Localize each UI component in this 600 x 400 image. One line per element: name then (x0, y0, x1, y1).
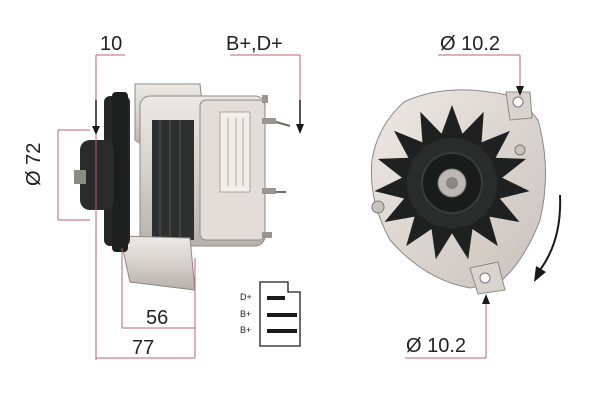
arrowhead-top-dia (516, 86, 524, 96)
alternator-side-view (74, 83, 291, 291)
connector-plug (259, 281, 301, 347)
dimension-lines-front (405, 54, 521, 359)
alternator-front-view (370, 89, 547, 295)
arrowhead-bottom-dia (482, 294, 490, 304)
rotation-arrow-icon (534, 194, 562, 282)
diameter-72-label: Ø 72 (23, 142, 45, 186)
fan-icon (374, 105, 530, 260)
pin-label-d-plus: D+ (240, 292, 252, 302)
terminals-label: B+,D+ (226, 33, 283, 55)
diameter-bottom-label: Ø 10.2 (406, 335, 467, 357)
diameter-top-label: Ø 10.2 (440, 33, 501, 55)
arrowhead-10 (92, 126, 100, 135)
length-77-label: 77 (132, 337, 155, 359)
length-56-label: 56 (146, 307, 169, 329)
width-10-label: 10 (100, 33, 123, 55)
pin-label-b-plus-1: B+ (240, 309, 252, 319)
arrowhead-bd (296, 124, 304, 134)
pin-label-b-plus-2: B+ (240, 325, 252, 335)
